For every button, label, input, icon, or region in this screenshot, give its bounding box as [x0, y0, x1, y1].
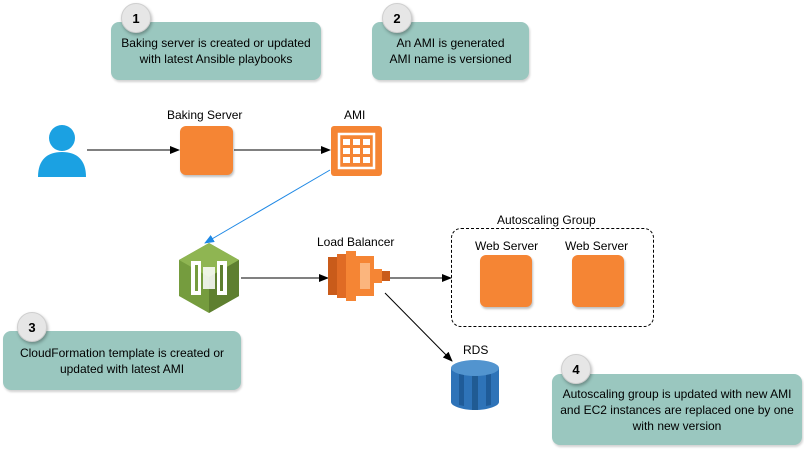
step-1-line2: with latest Ansible playbooks: [139, 52, 293, 66]
step-2-line2: AMI name is versioned: [389, 52, 512, 66]
baking-server-instance: [180, 126, 233, 175]
step-3-line2: updated with latest AMI: [59, 361, 185, 376]
step-4-line1: Autoscaling group is updated with new AM…: [562, 386, 792, 401]
load-balancer-icon: [328, 251, 390, 301]
load-balancer-label: Load Balancer: [317, 235, 395, 249]
rds-database-icon: [451, 360, 499, 410]
web-server-1-label: Web Server: [475, 239, 539, 253]
autoscaling-group-label: Autoscaling Group: [497, 213, 596, 227]
arrow-ami-to-cloudformation: [204, 169, 331, 244]
step-3-line1: CloudFormation template is created or: [19, 345, 225, 360]
step-1-note: Baking server is created or updated with…: [111, 22, 321, 80]
ami-label: AMI: [344, 108, 366, 122]
autoscaling-group-box: [451, 228, 654, 327]
step-3-note: CloudFormation template is created or up…: [3, 331, 241, 390]
web-server-2-instance: [572, 255, 624, 307]
step-4-line2: and EC2 instances are replaced one by on…: [560, 402, 794, 417]
step-2-badge: 2: [382, 3, 412, 33]
web-server-2-label: Web Server: [565, 239, 629, 253]
baking-server-label: Baking Server: [167, 108, 243, 122]
cloudformation-icon: [179, 243, 239, 313]
step-1-line1: Baking server is created or updated: [121, 36, 311, 50]
step-1-badge: 1: [121, 3, 151, 33]
step-4-line3: with new version: [632, 418, 722, 433]
arrow-lb-to-rds: [384, 292, 453, 362]
step-3-badge: 3: [17, 312, 47, 342]
user-icon: [38, 125, 86, 177]
web-server-1-instance: [480, 255, 532, 307]
step-2-line1: An AMI is generated: [396, 36, 505, 50]
step-4-note: Autoscaling group is updated with new AM…: [552, 374, 802, 445]
step-4-badge: 4: [561, 354, 591, 384]
rds-label: RDS: [463, 343, 489, 357]
ami-icon: [331, 126, 382, 176]
